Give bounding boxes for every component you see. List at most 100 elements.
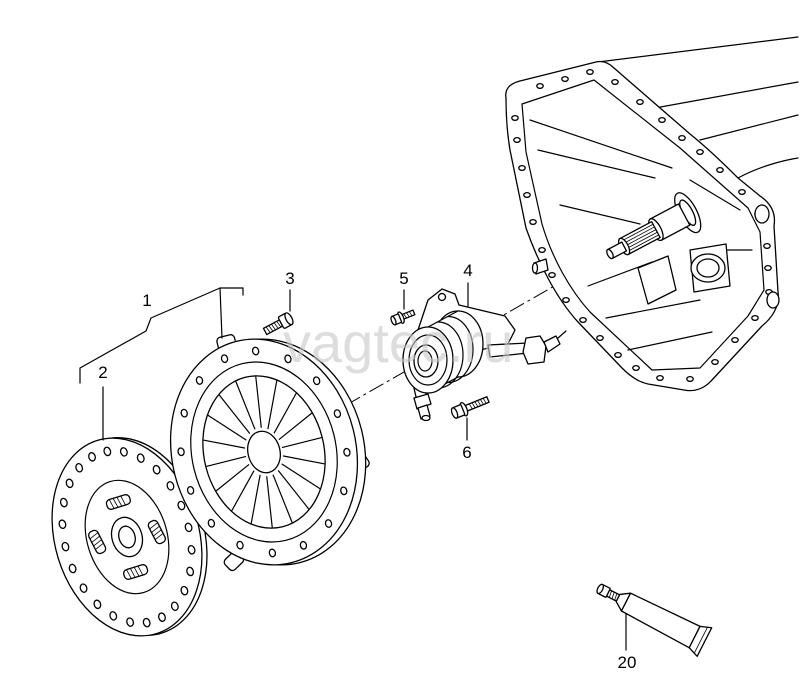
callout-6-bolt[interactable]: 6 <box>462 443 471 462</box>
bolt-thread <box>403 311 413 319</box>
clutch-disc-hole <box>119 447 128 457</box>
diaphragm-finger-slot <box>278 412 313 440</box>
housing-bolt-hole <box>711 358 719 366</box>
leader-bracket-1 <box>79 287 244 384</box>
housing-bolt-hole <box>696 148 704 156</box>
pressure-plate-hole <box>220 354 229 364</box>
housing-bolt-hole <box>686 375 694 383</box>
diaphragm-finger-slot <box>250 474 261 524</box>
housing-bolt-hole <box>548 271 556 279</box>
diaphragm-fingers <box>203 376 325 528</box>
shaft-pilot-end <box>606 248 614 260</box>
clutch-disc-spline-bore <box>118 525 136 549</box>
housing-bolt-hole <box>596 334 604 342</box>
diaphragm-finger-slot <box>267 380 278 430</box>
grease-tube-neck-thread <box>608 590 618 601</box>
bolt-thread <box>265 320 282 334</box>
clutch-disc-hole <box>184 522 193 533</box>
clutch-disc-hole <box>170 601 179 612</box>
housing-bolt-hole <box>511 114 519 122</box>
callout-20-grease[interactable]: 20 <box>618 653 637 672</box>
housing-window <box>637 255 677 305</box>
grease-tube-crimp-line <box>693 626 708 654</box>
diaphragm-finger-slot <box>272 474 293 523</box>
clutch-disc-hole <box>79 583 88 593</box>
bell-housing-inner-edge <box>521 79 765 371</box>
pressure-plate-hole <box>343 447 351 457</box>
pressure-plate-hole <box>207 518 216 528</box>
pressure-plate-hole <box>333 409 342 419</box>
callout-5-bolt[interactable]: 5 <box>399 269 408 288</box>
diaphragm-finger-slot <box>215 464 250 492</box>
grease-tube-cap-end <box>596 583 605 595</box>
housing-bolt-holes <box>511 68 773 383</box>
housing-rib <box>529 119 673 169</box>
diaphragm-finger-slot <box>231 470 255 511</box>
clutch-disc-hole <box>103 446 112 457</box>
diaphragm-finger-slot <box>255 376 262 428</box>
clutch-disc-hub-plate <box>84 479 170 595</box>
bolt-6 <box>450 396 490 419</box>
bolt-head-face <box>284 312 294 326</box>
callout-1-pressure-plate[interactable]: 1 <box>142 291 151 310</box>
housing-dowel-pin <box>531 258 549 275</box>
leader-line-1 <box>219 287 223 339</box>
diaphragm-finger-slot <box>282 455 325 465</box>
housing-bolt-hole <box>632 364 640 372</box>
bolt-head-face <box>390 315 397 326</box>
clutch-disc-hole <box>88 452 96 462</box>
housing-rib <box>689 179 741 211</box>
diaphragm-finger-slot <box>277 470 310 510</box>
diaphragm-finger-slot <box>207 414 247 441</box>
damper-spring <box>147 519 167 545</box>
damper-spring-coils <box>89 532 104 550</box>
clutch-disc-hole <box>68 563 77 574</box>
housing-bolt-hole <box>513 136 521 144</box>
housing-bolt-hole <box>561 75 569 83</box>
pressure-plate-hole <box>324 519 333 528</box>
pressure-plate-hole <box>177 447 185 457</box>
housing-bolt-hole <box>751 314 759 322</box>
diaphragm-finger-slot <box>235 381 256 430</box>
damper-spring <box>87 529 107 555</box>
housing-bolt-hole <box>738 188 746 196</box>
housing-bolt-hole <box>538 246 546 254</box>
clutch-disc-hole <box>58 519 67 529</box>
housing-mount-boss <box>754 204 770 224</box>
damper-spring-coils <box>126 565 144 579</box>
housing-rib <box>537 149 656 179</box>
bleed-valve-nipple <box>557 330 567 339</box>
housing-rib <box>627 331 713 351</box>
clutch-disc-hole <box>142 617 151 628</box>
clutch-disc-hole <box>65 478 74 489</box>
pressure-plate-hole <box>180 408 188 418</box>
grease-tube-body <box>620 592 701 649</box>
pressure-plate-holes <box>177 346 351 558</box>
callout-3-bolt[interactable]: 3 <box>285 269 294 288</box>
transmission-housing <box>505 36 799 392</box>
bolt-5 <box>390 309 416 326</box>
release-bearing-hose-opening <box>421 414 431 422</box>
release-bearing-groove <box>447 315 474 384</box>
housing-rib <box>605 299 701 319</box>
pressure-plate-hole <box>340 486 348 496</box>
callout-4-release-bearing[interactable]: 4 <box>463 261 472 280</box>
clutch-disc-hole <box>75 462 84 473</box>
diaphragm-finger-slot <box>281 437 322 449</box>
release-bearing-body-edge <box>427 310 459 328</box>
boss-bore <box>696 258 720 278</box>
diaphragm-finger-slot <box>273 393 297 434</box>
diaphragm-finger-slot <box>266 476 273 528</box>
pressure-plate-hole <box>268 548 277 558</box>
housing-bolt-hole <box>529 218 537 226</box>
callout-2-clutch-disc[interactable]: 2 <box>98 363 107 382</box>
pressure-plate-hole <box>186 485 195 495</box>
clutch-disc-hole <box>180 585 189 596</box>
grease-tube <box>596 583 713 657</box>
transmission-case-contour <box>737 157 799 179</box>
housing-bolt-hole <box>562 296 570 304</box>
pressure-plate-hole <box>251 346 260 356</box>
release-bearing-groove <box>437 321 464 389</box>
bolt-thread <box>468 397 487 410</box>
